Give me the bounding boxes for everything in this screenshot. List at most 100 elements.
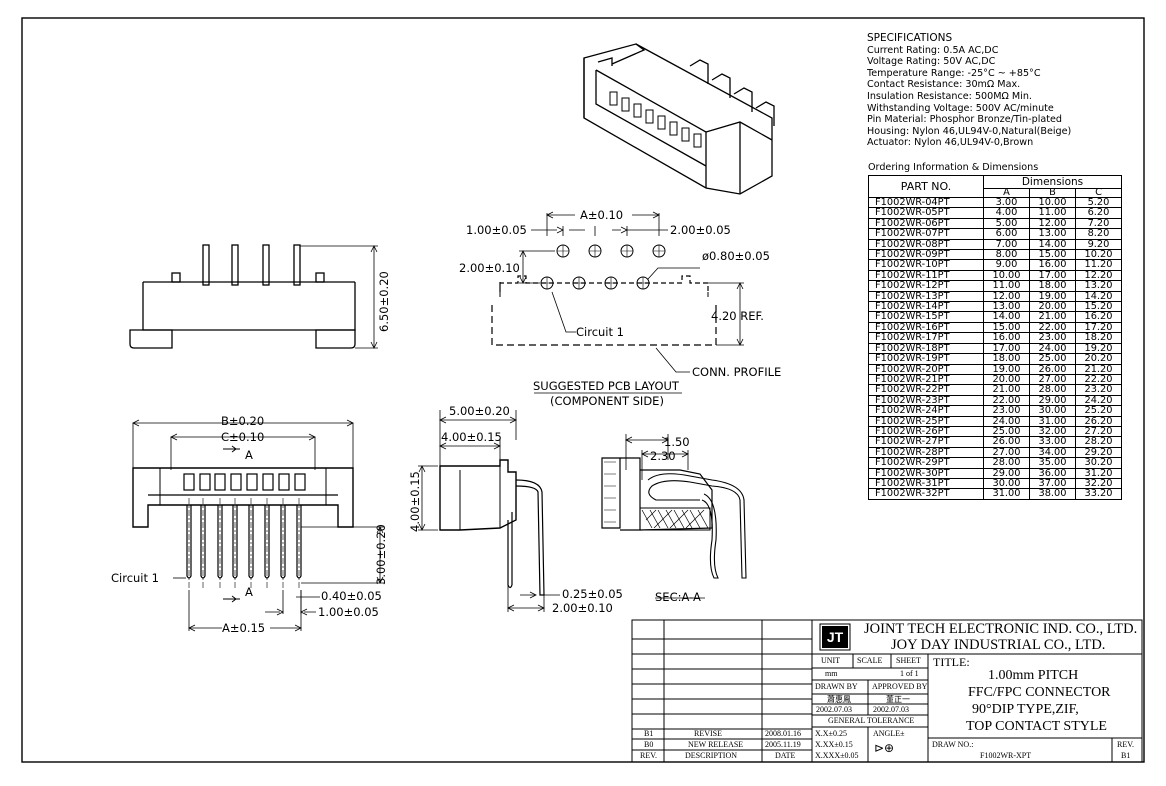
dim-c-cell: 13.20 xyxy=(1075,280,1122,292)
dim-a-cell: 10.00 xyxy=(983,269,1030,282)
dim-a-cell: 11.00 xyxy=(983,280,1030,292)
part-number-cell: F1002WR-18PT xyxy=(868,342,984,355)
section-dim-2: 2.30 xyxy=(650,449,676,463)
spec-line: Pin Material: Phosphor Bronze/Tin-plated xyxy=(867,114,1062,126)
dim-b-cell: 38.00 xyxy=(1029,488,1076,500)
approved-by-label: APPROVED BY xyxy=(872,682,928,691)
section-view xyxy=(601,434,747,599)
dim-b-cell: 21.00 xyxy=(1029,311,1076,323)
title-line-2: FFC/FPC CONNECTOR xyxy=(968,685,1111,700)
bottom-view xyxy=(132,419,384,632)
dim-b-cell: 18.00 xyxy=(1029,280,1076,292)
rev-value: B1 xyxy=(1121,751,1131,760)
dim-b-cell: 12.00 xyxy=(1029,217,1076,230)
rev-column-header: REV. xyxy=(640,751,657,760)
part-number-cell: F1002WR-12PT xyxy=(868,280,984,292)
dim-c-cell: 10.20 xyxy=(1075,249,1122,261)
part-number-cell: F1002WR-05PT xyxy=(868,207,984,219)
dim-a-cell: 25.00 xyxy=(983,425,1030,438)
approved-by-name: 董正一 xyxy=(886,695,910,704)
bottom-dim-b: B±0.20 xyxy=(221,414,265,428)
part-number-cell: F1002WR-09PT xyxy=(868,249,984,261)
specifications-block: SPECIFICATIONS Current Rating: 0.5A AC,D… xyxy=(867,32,1071,149)
dim-a-cell: 9.00 xyxy=(983,259,1030,271)
spec-line: Contact Resistance: 30mΩ Max. xyxy=(867,79,1021,91)
drawing-frame xyxy=(21,17,1145,763)
dim-b-cell: 28.00 xyxy=(1029,384,1076,396)
dim-c-cell: 8.20 xyxy=(1075,228,1122,240)
dim-b-cell: 16.00 xyxy=(1029,259,1076,271)
pcb-layout-title: SUGGESTED PCB LAYOUT xyxy=(533,379,679,393)
dim-b-cell: 34.00 xyxy=(1029,446,1076,459)
part-number-cell: F1002WR-10PT xyxy=(868,259,984,271)
side-height-dim: 4.00±0.15 xyxy=(408,471,422,532)
revision-date: 2005.11.19 xyxy=(765,740,801,749)
part-number-cell: F1002WR-22PT xyxy=(868,384,984,396)
dim-c-cell: 7.20 xyxy=(1075,217,1122,230)
revision-rev: B0 xyxy=(644,740,654,749)
front-view xyxy=(129,244,378,349)
part-number-cell: F1002WR-31PT xyxy=(868,477,984,490)
spec-line: Temperature Range: -25°C ~ +85°C xyxy=(867,67,1041,79)
projection-symbol-icon: ⊳⊕ xyxy=(874,741,895,755)
dim-c-cell: 12.20 xyxy=(1075,269,1122,282)
pcb-layout xyxy=(491,211,744,394)
dim-a-cell: 15.00 xyxy=(983,321,1030,334)
dim-c-cell: 14.20 xyxy=(1075,290,1122,303)
dim-b-cell: 20.00 xyxy=(1029,301,1076,313)
dim-a-cell: 5.00 xyxy=(983,217,1030,230)
scale-label: SCALE xyxy=(857,656,883,665)
section-marker-bottom: A xyxy=(245,585,253,599)
pcb-dim-pitch: 1.00±0.05 xyxy=(466,223,527,237)
dim-c-cell: 33.20 xyxy=(1075,488,1122,500)
title-line-3: 90°DIP TYPE,ZIF, xyxy=(972,702,1079,717)
approved-date: 2002.07.03 xyxy=(873,705,909,714)
company-logo: JT xyxy=(822,626,848,648)
front-height-dim: 6.50±0.20 xyxy=(377,271,391,332)
spec-line: Actuator: Nylon 46,UL94V-0,Brown xyxy=(867,137,1034,149)
revision-rev: B1 xyxy=(644,729,654,738)
dim-b-cell: 22.00 xyxy=(1029,321,1076,334)
side-width-dim: 5.00±0.20 xyxy=(449,404,510,418)
dim-b-cell: 10.00 xyxy=(1029,196,1076,209)
dim-c-cell: 11.20 xyxy=(1075,259,1122,271)
dim-c-cell: 19.20 xyxy=(1075,342,1122,355)
dim-a-cell: 29.00 xyxy=(983,467,1030,479)
dim-b-cell: 15.00 xyxy=(1029,249,1076,261)
dim-a-cell: 13.00 xyxy=(983,301,1030,313)
spec-line: Current Rating: 0.5A AC,DC xyxy=(867,44,999,56)
dim-c-cell: 24.20 xyxy=(1075,394,1122,407)
bottom-pin-width: 0.40±0.05 xyxy=(321,589,382,603)
pcb-dim-a: A±0.10 xyxy=(580,208,624,222)
pcb-dim-row: 2.00±0.05 xyxy=(670,223,731,237)
pcb-layout-subtitle: (COMPONENT SIDE) xyxy=(550,394,664,408)
dim-b-cell: 11.00 xyxy=(1029,207,1076,219)
dim-a-cell: 4.00 xyxy=(983,207,1030,219)
unit-label: UNIT xyxy=(821,656,841,665)
title-line-4: TOP CONTACT STYLE xyxy=(966,719,1107,734)
pcb-dim-hole: ø0.80±0.05 xyxy=(702,249,770,263)
dim-c-cell: 16.20 xyxy=(1075,311,1122,323)
title-line-1: 1.00mm PITCH xyxy=(988,668,1079,683)
